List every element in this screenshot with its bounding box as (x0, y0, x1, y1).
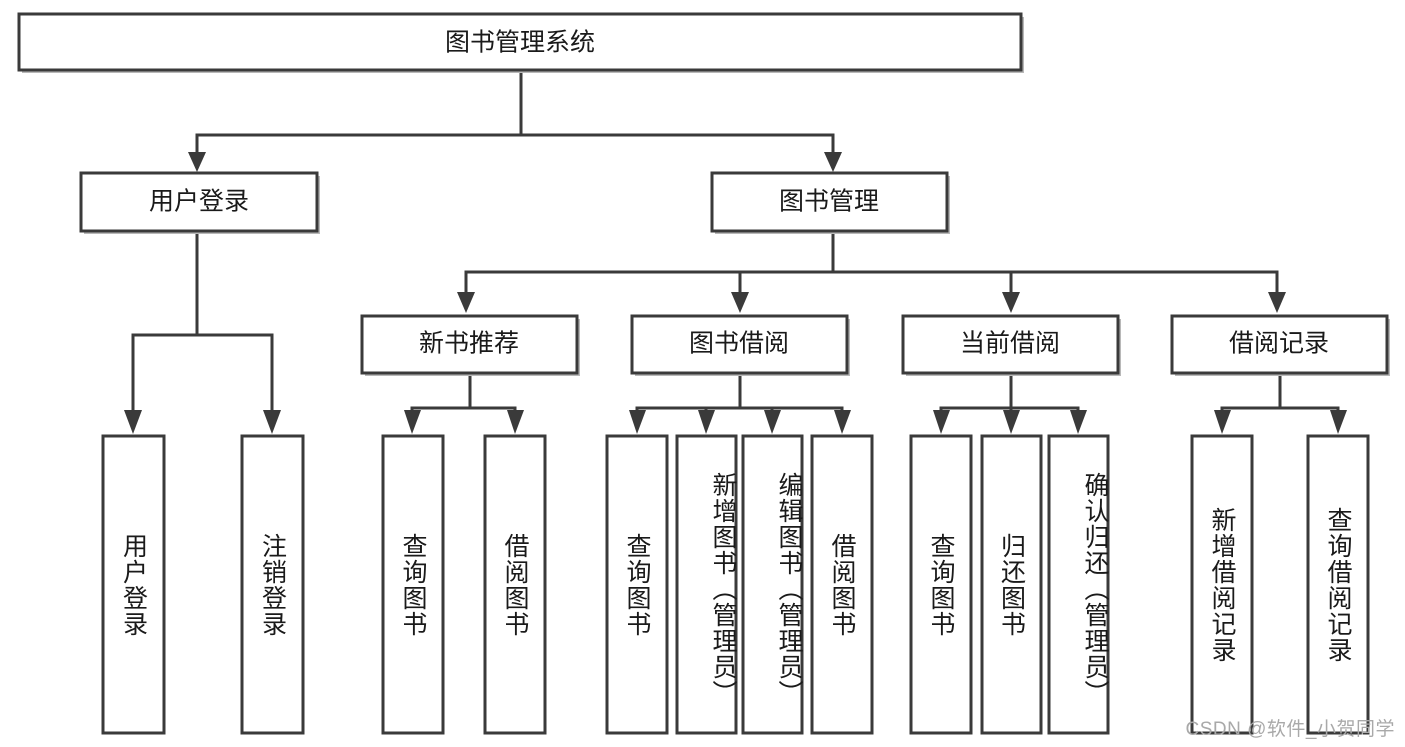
new-book-box[interactable] (360, 314, 579, 375)
user-login-box[interactable] (79, 171, 319, 233)
arrow-to-new-book-recommend (457, 292, 475, 313)
arrow-to-bb-edit-book (764, 410, 781, 434)
leaf-box-bb-query-book[interactable] (605, 434, 669, 735)
arrow-to-nb-borrow-book (507, 410, 524, 434)
arrow-to-br-add-record (1214, 410, 1231, 434)
arrow-to-leaf-user-login (124, 410, 142, 434)
new-book-label: 新书推荐 (419, 330, 519, 358)
arrow-to-br-query-record (1330, 410, 1347, 434)
leaf-boxes-new-book-recommend (381, 434, 547, 735)
node-user-login[interactable]: 用户登录 (79, 171, 320, 234)
arrow-to-leaf-logout (263, 410, 281, 434)
connector-group-book-borrow-to-leaves (629, 374, 851, 434)
borrow-record-box[interactable] (1170, 314, 1389, 375)
user-login-label: 用户登录 (149, 188, 249, 216)
watermark-text: CSDN @软件_小贺同学 (1185, 719, 1395, 740)
borrow-record-label: 借阅记录 (1229, 330, 1329, 358)
leaf-box-user-login[interactable] (101, 434, 166, 735)
node-current-borrow[interactable]: 当前借阅 (901, 314, 1121, 376)
leaf-boxes-book-borrow (605, 434, 874, 735)
arrow-to-bb-add-book (698, 410, 715, 434)
arrow-to-cb-query-book (933, 410, 950, 434)
leaf-boxes-borrow-record (1190, 434, 1370, 735)
connector-group-book-manage-to-level3 (457, 231, 1286, 313)
root-label: 图书管理系统 (445, 29, 595, 57)
leaf-box-cb-confirm-return[interactable] (1047, 434, 1110, 735)
leaf-box-bb-borrow-book[interactable] (810, 434, 874, 735)
leaf-box-bb-add-book[interactable] (675, 434, 738, 735)
connector-group-root-to-level2 (188, 69, 842, 172)
leaf-box-logout[interactable] (240, 434, 305, 735)
root-box[interactable] (17, 12, 1023, 72)
leaf-box-cb-return-book[interactable] (980, 434, 1043, 735)
leaf-box-nb-borrow-book[interactable] (483, 434, 547, 735)
arrow-to-cb-return-book (1003, 410, 1020, 434)
book-borrow-box[interactable] (630, 314, 849, 375)
connector-group-current-borrow-to-leaves (933, 374, 1087, 434)
book-borrow-label: 图书借阅 (689, 330, 789, 358)
arrow-to-current-borrow (1002, 292, 1020, 313)
arrow-to-bb-borrow-book (834, 410, 851, 434)
current-borrow-label: 当前借阅 (960, 330, 1060, 358)
leaf-box-br-add-record[interactable] (1190, 434, 1254, 735)
arrow-to-user-login (188, 152, 206, 172)
arrow-to-borrow-record (1268, 292, 1286, 313)
node-borrow-record[interactable]: 借阅记录 (1170, 314, 1390, 376)
leaf-box-bb-edit-book[interactable] (741, 434, 804, 735)
node-book-borrow[interactable]: 图书借阅 (630, 314, 850, 376)
arrow-to-book-manage (824, 152, 842, 172)
leaf-box-cb-query-book[interactable] (909, 434, 973, 735)
current-borrow-box[interactable] (901, 314, 1120, 375)
arrow-to-cb-confirm-return (1070, 410, 1087, 434)
arrow-to-book-borrow (731, 292, 749, 313)
arrow-to-bb-query-book (629, 410, 646, 434)
connector-group-new-book-to-leaves (404, 374, 524, 434)
arrow-to-nb-query-book (404, 410, 421, 434)
connector-group-user-login-to-leaves (124, 231, 281, 434)
book-manage-box[interactable] (710, 171, 949, 233)
book-manage-label: 图书管理 (779, 188, 879, 216)
node-root-system[interactable]: 图书管理系统 (17, 12, 1024, 73)
leaf-boxes-user-login (101, 434, 305, 735)
leaf-box-nb-query-book[interactable] (381, 434, 445, 735)
leaf-box-br-query-record[interactable] (1306, 434, 1370, 735)
leaf-boxes-current-borrow (909, 434, 1110, 735)
node-book-manage[interactable]: 图书管理 (710, 171, 950, 234)
node-new-book-recommend[interactable]: 新书推荐 (360, 314, 580, 376)
connector-group-borrow-record-to-leaves (1214, 374, 1347, 434)
